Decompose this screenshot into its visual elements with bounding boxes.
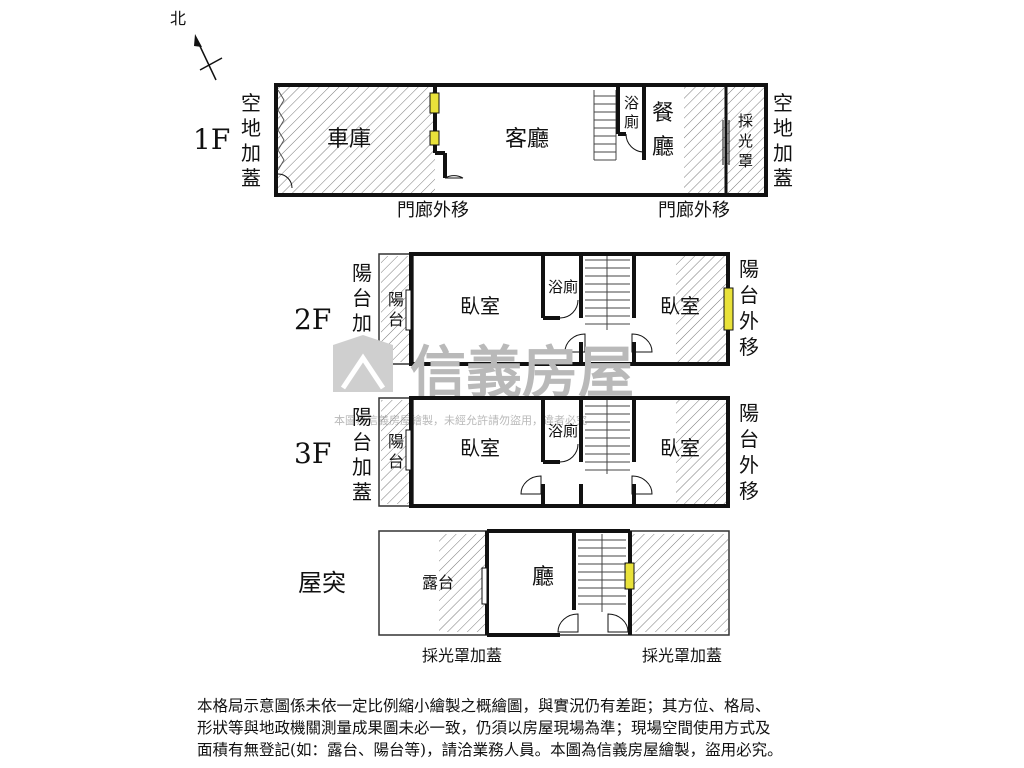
- svg-text:台: 台: [739, 427, 759, 451]
- room-skylight-1f: 採 光 罩: [738, 112, 753, 170]
- svg-text:加: 加: [352, 311, 372, 335]
- room-living: 客廳: [505, 127, 549, 152]
- room-roof-terrace: 露台: [422, 573, 454, 592]
- room-bath-1f: 浴 廁: [624, 94, 639, 131]
- svg-text:蓋: 蓋: [352, 480, 372, 504]
- svg-text:廳: 廳: [652, 135, 674, 160]
- svg-text:加: 加: [773, 141, 793, 165]
- room-2f-bedroom-right: 臥室: [660, 294, 700, 318]
- room-3f-balcony: 陽 台: [388, 432, 404, 471]
- svg-text:移: 移: [739, 479, 759, 503]
- disclaimer-note: 本格局示意圖係未依一定比例縮小繪製之概繪圖，與實況仍有差距；其方位、格局、 形狀…: [197, 695, 857, 761]
- floor-label-2f: 2F: [294, 303, 331, 336]
- svg-text:蓋: 蓋: [773, 166, 793, 190]
- floor-label-3f: 3F: [294, 437, 331, 470]
- label-skylight-left: 採光罩加蓋: [422, 646, 502, 665]
- label-2f-balcony-moved: 陽 台 外 移: [739, 257, 759, 359]
- disclaimer-line-3: 面積有無登記(如：露台、陽台等)，請洽業務人員。本圖為信義房屋繪製，盜用必究。: [197, 741, 783, 759]
- svg-text:外: 外: [739, 309, 759, 333]
- svg-text:加: 加: [352, 455, 372, 479]
- svg-text:台: 台: [352, 286, 372, 310]
- room-2f-bath: 浴廁: [548, 278, 578, 296]
- room-garage: 車庫: [327, 127, 371, 152]
- svg-text:空: 空: [773, 91, 793, 115]
- label-3f-balcony-moved: 陽 台 外 移: [739, 401, 759, 503]
- svg-text:台: 台: [352, 430, 372, 454]
- floor-1f: 1F: [193, 83, 793, 221]
- room-2f-balcony: 陽 台: [388, 290, 404, 329]
- svg-text:台: 台: [388, 452, 404, 471]
- svg-text:外: 外: [739, 453, 759, 477]
- north-label: 北: [170, 9, 186, 28]
- svg-text:台: 台: [739, 283, 759, 307]
- room-dining: 餐 廳: [652, 101, 674, 160]
- svg-text:地: 地: [773, 116, 793, 140]
- room-roof-hall: 廳: [532, 565, 554, 590]
- label-right-yard: 空 地 加 蓋: [773, 91, 793, 190]
- svg-text:採: 採: [738, 112, 753, 130]
- svg-text:移: 移: [739, 335, 759, 359]
- svg-text:光: 光: [738, 132, 753, 150]
- room-2f-bedroom-left: 臥室: [460, 294, 500, 318]
- floor-3f: 3F 陽 台 加 蓋 陽 台 臥室: [294, 396, 759, 508]
- svg-text:罩: 罩: [738, 152, 753, 170]
- svg-text:蓋: 蓋: [241, 166, 261, 190]
- svg-text:陽: 陽: [739, 401, 759, 425]
- svg-text:陽: 陽: [739, 257, 759, 281]
- floor-label-roof: 屋突: [298, 569, 346, 597]
- north-arrow-icon: [194, 34, 223, 81]
- svg-text:台: 台: [388, 310, 404, 329]
- watermark: 信義房屋 本圖為信義房屋繪製，未經允許請勿盜用，違者必究: [333, 335, 634, 427]
- svg-text:廁: 廁: [624, 113, 639, 131]
- svg-text:陽: 陽: [352, 405, 372, 429]
- floor-label-1f: 1F: [193, 123, 230, 156]
- svg-text:陽: 陽: [388, 290, 404, 309]
- disclaimer-line-2: 形狀等與地政機關測量成果圖未必一致，仍須以房屋現場為準；現場空間使用方式及: [197, 719, 771, 737]
- svg-text:加: 加: [241, 141, 261, 165]
- room-3f-bedroom-left: 臥室: [460, 436, 500, 460]
- svg-text:信義房屋: 信義房屋: [410, 341, 634, 406]
- svg-text:浴: 浴: [624, 94, 639, 112]
- svg-text:陽: 陽: [352, 261, 372, 285]
- svg-text:空: 空: [241, 91, 261, 115]
- room-3f-bath: 浴廁: [548, 422, 578, 440]
- label-left-yard: 空 地 加 蓋: [241, 91, 261, 190]
- label-3f-balcony-added: 陽 台 加 蓋: [352, 405, 372, 504]
- disclaimer-line-1: 本格局示意圖係未依一定比例縮小繪製之概繪圖，與實況仍有差距；其方位、格局、: [197, 697, 771, 715]
- floor-roof: 屋突 露台 廳 採光罩加蓋 採光罩加蓋: [298, 529, 730, 665]
- svg-text:餐: 餐: [652, 101, 674, 126]
- svg-text:地: 地: [241, 116, 261, 140]
- label-skylight-right: 採光罩加蓋: [642, 646, 722, 665]
- svg-text:陽: 陽: [388, 432, 404, 451]
- label-porch-left: 門廊外移: [397, 200, 469, 221]
- room-3f-bedroom-right: 臥室: [660, 436, 700, 460]
- floor-2f: 2F 陽 台 加 蓋 陽 台 臥室: [294, 252, 759, 366]
- label-porch-right: 門廊外移: [658, 200, 730, 221]
